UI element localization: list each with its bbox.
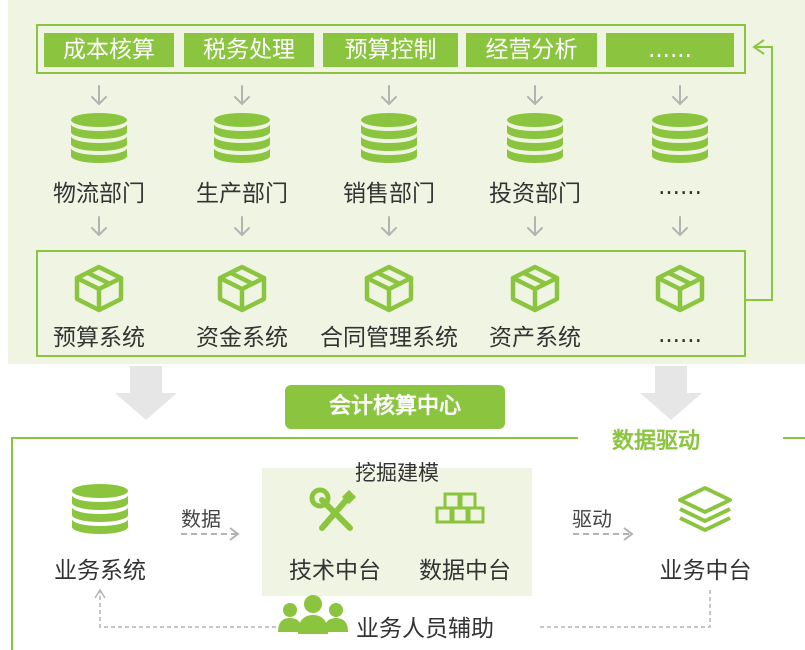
- arrow-down: [527, 85, 543, 105]
- department-logistics: 物流部门: [53, 181, 145, 207]
- function-tabs-frame: [36, 24, 746, 74]
- data-platform-label: 数据中台: [419, 558, 511, 584]
- arrow-down: [234, 216, 250, 236]
- tools-icon: [309, 487, 357, 531]
- tab-tax-processing: 税务处理: [184, 33, 314, 67]
- staff-assist-loop: [99, 590, 711, 628]
- database-icon: [71, 113, 127, 163]
- cube-icon: [220, 267, 264, 310]
- arrow-down: [527, 216, 543, 236]
- mining-area: [262, 468, 532, 596]
- system-assets: 资产系统: [489, 325, 581, 351]
- big-down-arrow-right: [640, 366, 702, 420]
- mining-modeling-label: 挖掘建模: [355, 461, 439, 485]
- system-funds: 资金系统: [196, 325, 288, 351]
- cube-icon: [367, 267, 411, 310]
- people-icon: [278, 595, 348, 634]
- tech-platform-label: 技术中台: [289, 558, 381, 584]
- arrow-down: [381, 216, 397, 236]
- drive-arrow: [573, 527, 634, 541]
- cube-icon: [77, 267, 121, 310]
- accounting-center-badge: 会计核算中心: [285, 385, 505, 429]
- tab-more: ......: [606, 33, 734, 67]
- data-boxes-icon: [435, 492, 485, 524]
- tab-cost-accounting: 成本核算: [44, 33, 174, 67]
- tab-business-analysis: 经营分析: [466, 33, 597, 67]
- system-budget: 预算系统: [53, 325, 145, 351]
- database-icon: [72, 484, 128, 534]
- staff-assist-label: 业务人员辅助: [356, 616, 494, 642]
- department-more: ......: [658, 174, 702, 200]
- arrow-down: [672, 216, 688, 236]
- system-contract-management: 合同管理系统: [320, 325, 458, 351]
- business-system-label: 业务系统: [54, 558, 146, 584]
- database-icon: [361, 113, 417, 163]
- feedback-arrow: [746, 39, 773, 301]
- big-down-arrow-left: [115, 366, 177, 420]
- arrow-down: [91, 216, 107, 236]
- arrow-down: [91, 85, 107, 105]
- business-platform-label: 业务中台: [659, 558, 752, 584]
- database-icon: [652, 113, 708, 163]
- cube-icon: [658, 267, 702, 310]
- department-sales: 销售部门: [343, 181, 435, 207]
- database-icon: [214, 113, 270, 163]
- arrow-up-head: [94, 588, 106, 599]
- data-driven-label: 数据驱动: [612, 429, 701, 454]
- bottom-frame: [11, 437, 805, 650]
- data-arrow: [181, 527, 240, 541]
- layers-icon: [678, 486, 732, 532]
- database-icon: [507, 113, 563, 163]
- cube-icon: [513, 267, 557, 310]
- system-more: ......: [658, 322, 702, 348]
- drive-arrow-label: 驱动: [572, 507, 612, 531]
- department-investment: 投资部门: [489, 181, 581, 207]
- tab-budget-control: 预算控制: [323, 33, 458, 67]
- arrow-down: [234, 85, 250, 105]
- arrow-down: [672, 85, 688, 105]
- systems-frame: [36, 250, 746, 357]
- arrow-down: [381, 85, 397, 105]
- data-arrow-label: 数据: [181, 507, 221, 531]
- department-production: 生产部门: [196, 181, 288, 207]
